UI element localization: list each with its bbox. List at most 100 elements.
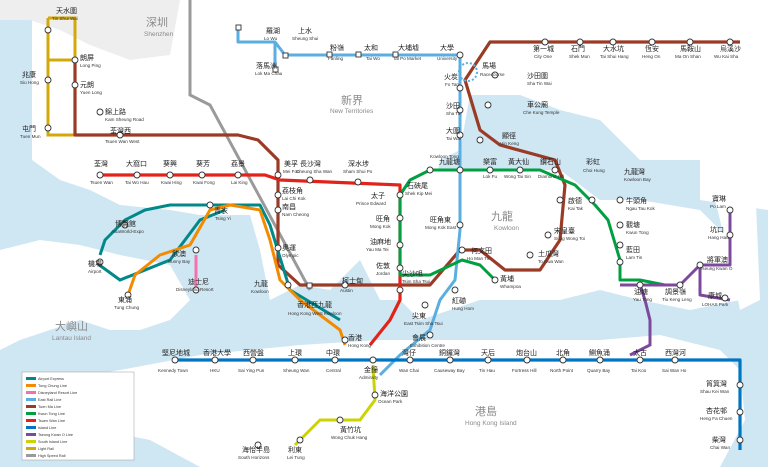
station-marker-chai-wan[interactable] (736, 436, 744, 444)
station-marker-olympic[interactable] (274, 244, 282, 252)
station-marker-lai-king[interactable] (234, 171, 242, 179)
station-marker-hin-keng[interactable] (476, 136, 484, 144)
station-marker-fortress-hill[interactable] (523, 356, 531, 364)
station-marker-yau-ma-tei[interactable] (396, 241, 404, 249)
station-marker-sha-tin[interactable] (456, 106, 464, 114)
station-marker-po-lam[interactable] (726, 206, 734, 214)
station-marker-tsim-sha-tsui[interactable] (396, 286, 404, 294)
station-marker-fanling[interactable] (326, 51, 333, 58)
station-marker-tsuen-wan[interactable] (96, 171, 104, 179)
station-marker-hku[interactable] (211, 356, 219, 364)
station-marker-kowloon-bay[interactable] (616, 196, 624, 204)
station-marker-quarry-bay[interactable] (596, 356, 604, 364)
station-marker-tin-shui-wai[interactable] (44, 26, 52, 34)
station-marker-long-ping[interactable] (71, 56, 79, 64)
station-marker-kowloon-tong[interactable] (456, 166, 464, 174)
station-marker-north-point[interactable] (559, 356, 567, 364)
station-marker-siu-hong[interactable] (44, 76, 52, 84)
station-marker-lam-tin[interactable] (616, 258, 624, 266)
station-marker-tai-po-market[interactable] (392, 51, 399, 58)
station-marker-sham-shui-po[interactable] (354, 178, 362, 186)
station-marker-ocean-park[interactable] (371, 391, 379, 399)
station-marker-diamond-hill[interactable] (551, 166, 559, 174)
station-marker-sai-wan-ho[interactable] (671, 356, 679, 364)
station-marker-nam-cheong[interactable] (274, 206, 282, 214)
station-marker-hung-hom[interactable] (451, 286, 459, 294)
station-marker-tai-wai[interactable] (456, 131, 464, 139)
station-marker-ma-on-shan[interactable] (686, 38, 694, 46)
station-marker-exhibition-centre[interactable] (426, 331, 434, 339)
station-marker-fo-tan[interactable] (456, 84, 464, 92)
station-marker-wu-kai-sha[interactable] (726, 38, 734, 46)
station-marker-choi-hung[interactable] (588, 196, 596, 204)
station-marker-tsuen-wan-west[interactable] (116, 131, 124, 139)
station-marker-central[interactable] (331, 356, 339, 364)
station-marker-university[interactable] (456, 51, 464, 59)
station-marker-sunny-bay[interactable] (192, 246, 200, 254)
station-marker-mong-kok-east[interactable] (456, 221, 464, 229)
station-marker-hong-kong[interactable] (341, 336, 349, 344)
station-marker-austin[interactable] (341, 281, 349, 289)
station-marker-city-one[interactable] (541, 38, 549, 46)
station-marker-tai-koo[interactable] (636, 356, 644, 364)
station-marker-whampoa[interactable] (491, 276, 499, 284)
station-marker-asiaworld-expo[interactable] (121, 221, 129, 229)
station-marker-kennedy-town[interactable] (171, 356, 179, 364)
station-marker-tseung-kwan-o[interactable] (696, 261, 704, 269)
station-marker-sheung-wan[interactable] (291, 356, 299, 364)
station-marker-yau-tong[interactable] (636, 281, 644, 289)
station-marker-cheung-sha-wan[interactable] (306, 176, 314, 184)
station-marker-lohas-park[interactable] (721, 294, 729, 302)
station-marker-ngau-tau-kok[interactable] (616, 221, 624, 229)
station-marker-kwai-hing[interactable] (166, 171, 174, 179)
station-marker-shek-mun[interactable] (576, 38, 584, 46)
station-marker-sung-wong-toi[interactable] (544, 231, 552, 239)
station-marker-wan-chai[interactable] (406, 356, 414, 364)
station-marker-tung-chung[interactable] (124, 291, 132, 299)
station-marker-south-horizons[interactable] (254, 441, 262, 449)
station-marker-tiu-keng-leng[interactable] (676, 281, 684, 289)
station-marker-wong-chuk-hang[interactable] (336, 416, 344, 424)
legend-swatch-tsuen-wan (26, 419, 36, 422)
station-marker-wong-tai-sin[interactable] (516, 166, 524, 174)
station-marker-lei-tung[interactable] (296, 436, 304, 444)
station-marker-yuen-long[interactable] (71, 81, 79, 89)
station-marker-airport[interactable] (96, 258, 104, 266)
station-marker-hang-hau[interactable] (726, 231, 734, 239)
station-marker-prince-edward[interactable] (396, 191, 404, 199)
station-marker-disneyland[interactable] (192, 286, 200, 294)
station-marker-kai-tak[interactable] (556, 196, 564, 204)
station-marker-hk-west-kowloon[interactable] (306, 282, 313, 289)
station-marker-tsing-yi[interactable] (206, 201, 214, 209)
station-marker-tuen-mun[interactable] (44, 124, 52, 132)
station-marker-admiralty[interactable] (369, 356, 377, 364)
station-marker-jordan[interactable] (396, 264, 404, 272)
station-marker-kwai-fong[interactable] (198, 171, 206, 179)
station-marker-tai-wo-hau[interactable] (133, 171, 141, 179)
station-marker-sai-ying-pun[interactable] (249, 356, 257, 364)
label-lohas-park-en: LOHAS Park (702, 302, 729, 307)
station-marker-lai-chi-kok[interactable] (274, 191, 282, 199)
station-marker-east-tsim-sha-tsui[interactable] (421, 301, 429, 309)
station-marker-to-kwa-wan[interactable] (526, 251, 534, 259)
station-marker-sha-tin-wai[interactable] (491, 71, 499, 79)
station-marker-heng-fa-chuen[interactable] (736, 408, 744, 416)
station-marker-causeway-bay[interactable] (446, 356, 454, 364)
station-marker-kowloon[interactable] (284, 281, 292, 289)
station-marker-lok-ma-chau[interactable] (272, 66, 279, 73)
station-marker-mong-kok[interactable] (396, 214, 404, 222)
station-marker-tai-wo[interactable] (355, 51, 362, 58)
station-marker-tai-shui-hang[interactable] (609, 38, 617, 46)
station-marker-heng-on[interactable] (648, 38, 656, 46)
station-marker-sheung-shui[interactable] (282, 52, 289, 59)
station-marker-kam-sheung-road[interactable] (96, 108, 104, 116)
station-marker-che-kung-temple[interactable] (484, 101, 492, 109)
station-marker-lo-wu[interactable] (235, 24, 242, 31)
station-marker-shau-kei-wan[interactable] (736, 381, 744, 389)
station-marker-mei-foo[interactable] (274, 171, 282, 179)
station-marker-ho-man-tin[interactable] (458, 246, 466, 254)
station-marker-kwun-tong[interactable] (616, 241, 624, 249)
station-marker-lok-fu[interactable] (486, 166, 494, 174)
station-marker-tin-hau[interactable] (484, 356, 492, 364)
station-marker-shek-kip-mei[interactable] (426, 166, 434, 174)
